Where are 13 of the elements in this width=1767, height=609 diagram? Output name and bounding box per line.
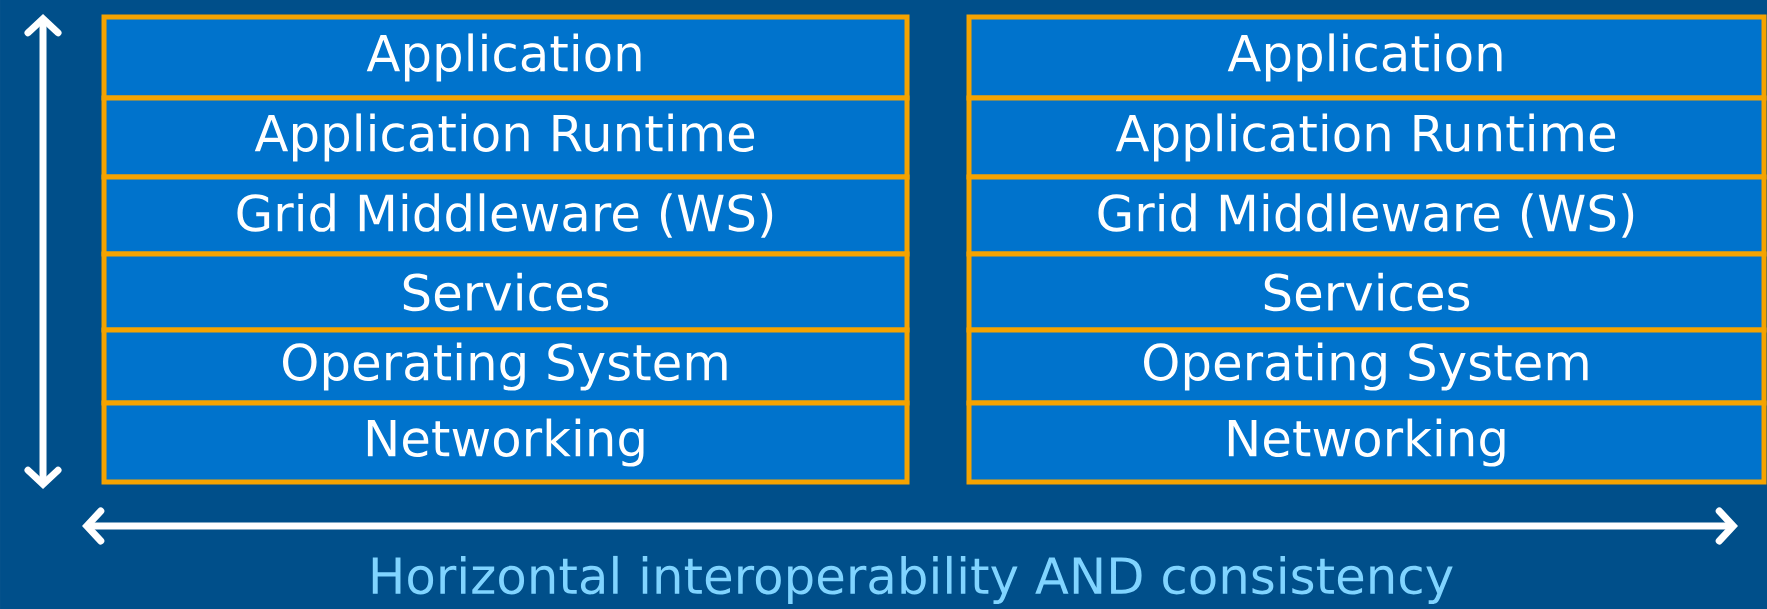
layer-box: Networking bbox=[101, 400, 910, 485]
layer-box: Application bbox=[966, 14, 1767, 101]
layer-box: Operating System bbox=[101, 327, 910, 406]
layer-box: Application bbox=[101, 14, 910, 101]
layer-box: Application Runtime bbox=[101, 95, 910, 180]
caption: Horizontal interoperability AND consistency bbox=[372, 555, 1453, 605]
layer-box: Services bbox=[966, 251, 1767, 333]
layer-box: Application Runtime bbox=[966, 95, 1767, 180]
layer-box: Services bbox=[101, 251, 910, 333]
layer-box: Operating System bbox=[966, 327, 1767, 406]
layer-box: Networking bbox=[966, 400, 1767, 485]
layer-box: Grid Middleware (WS) bbox=[966, 174, 1767, 257]
layer-box: Grid Middleware (WS) bbox=[101, 174, 910, 257]
